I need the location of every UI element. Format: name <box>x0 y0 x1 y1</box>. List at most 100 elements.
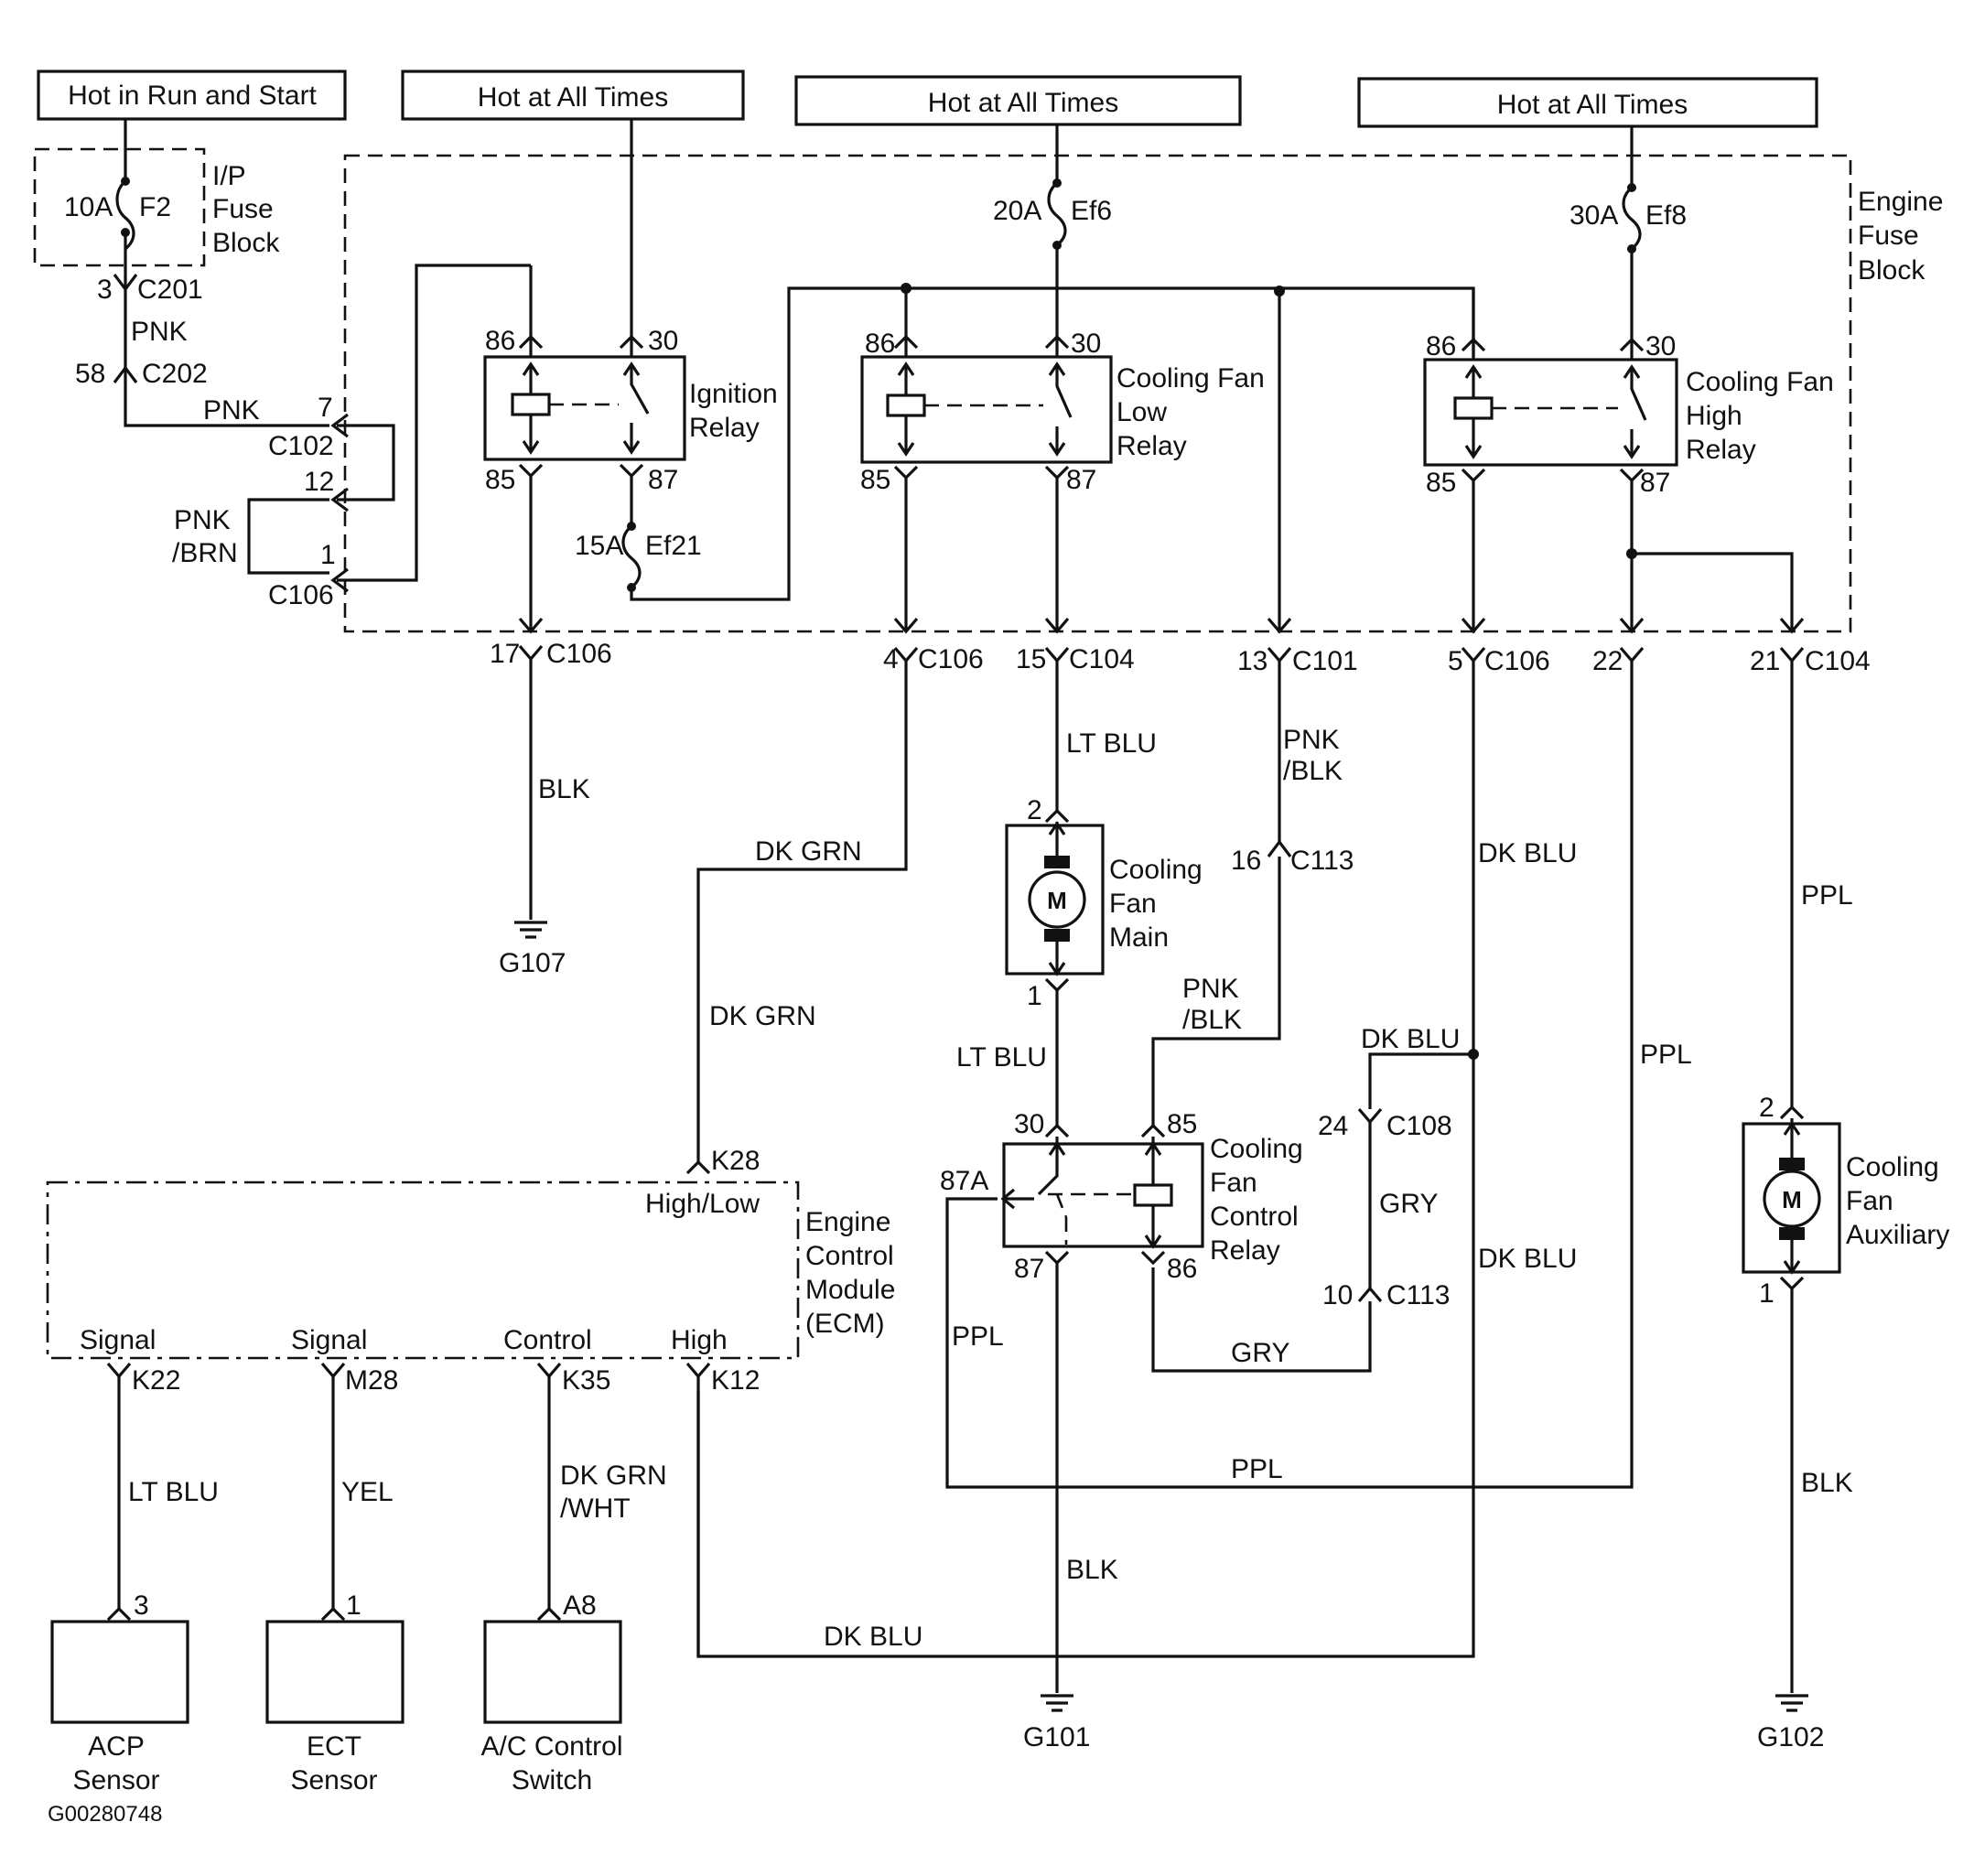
svg-text:Ef21: Ef21 <box>645 531 702 561</box>
svg-text:DK GRN: DK GRN <box>709 1001 816 1031</box>
svg-text:(ECM): (ECM) <box>805 1309 885 1339</box>
svg-text:LT BLU: LT BLU <box>128 1477 219 1507</box>
svg-text:/BLK: /BLK <box>1283 756 1343 786</box>
svg-text:Cooling: Cooling <box>1210 1134 1303 1164</box>
svg-text:Fan: Fan <box>1210 1168 1257 1198</box>
svg-text:2: 2 <box>1027 795 1042 825</box>
fuse-ef6-name: Ef6 <box>1071 196 1112 226</box>
svg-text:13: 13 <box>1237 646 1267 676</box>
wire-blk-g102: BLK <box>1790 1288 1853 1693</box>
svg-text:C108: C108 <box>1386 1111 1452 1141</box>
ground-g102: G102 <box>1757 1694 1824 1752</box>
svg-text:85: 85 <box>1167 1109 1197 1139</box>
svg-text:Hot at All Times: Hot at All Times <box>928 88 1118 118</box>
svg-text:4: 4 <box>883 644 899 674</box>
wire-lt-blu-to-control: LT BLU <box>956 990 1059 1126</box>
power-source-all-times-3: Hot at All Times <box>1357 77 1818 128</box>
svg-text:15A: 15A <box>575 531 623 561</box>
svg-text:Block: Block <box>212 228 280 258</box>
svg-text:30: 30 <box>1071 329 1101 359</box>
svg-text:Fuse: Fuse <box>1858 221 1919 251</box>
acp-sensor: 3 ACP Sensor <box>50 1590 189 1795</box>
cooling-fan-control-relay: 30 85 87A 87 86 Cooling Fan Control Rela… <box>940 1109 1303 1284</box>
svg-text:1: 1 <box>1759 1278 1774 1309</box>
svg-text:BLK: BLK <box>1066 1555 1118 1585</box>
svg-text:/BLK: /BLK <box>1182 1005 1242 1035</box>
engine-fuse-block: Engine Fuse Block <box>343 154 1943 633</box>
svg-text:G107: G107 <box>499 948 566 978</box>
svg-text:Block: Block <box>1858 255 1925 286</box>
svg-text:Cooling Fan: Cooling Fan <box>1116 363 1265 394</box>
svg-text:PPL: PPL <box>1801 880 1853 911</box>
svg-text:30: 30 <box>1014 1109 1044 1139</box>
svg-text:16: 16 <box>1231 846 1261 876</box>
svg-text:Ignition: Ignition <box>689 379 778 409</box>
svg-text:C202: C202 <box>142 359 208 389</box>
svg-text:87: 87 <box>1014 1254 1044 1284</box>
svg-text:Sensor: Sensor <box>290 1765 377 1795</box>
cooling-fan-aux-motor: M 2 1 Cooling Fan Auxiliary <box>1742 1093 1949 1309</box>
svg-text:17: 17 <box>490 639 520 669</box>
svg-text:Cooling: Cooling <box>1109 855 1203 885</box>
svg-text:58: 58 <box>75 359 105 389</box>
svg-text:Main: Main <box>1109 922 1169 953</box>
svg-text:YEL: YEL <box>341 1477 394 1507</box>
ground-g107: G107 <box>499 921 566 978</box>
wire-ignition-ground: 17 C106 BLK <box>490 476 612 920</box>
wire-gry: 24 C108 GRY 10 C113 GRY <box>1151 1107 1452 1373</box>
ac-control-switch: A8 A/C Control Switch <box>480 1590 622 1795</box>
svg-text:22: 22 <box>1592 646 1623 676</box>
svg-text:Fan: Fan <box>1109 889 1157 919</box>
svg-text:C201: C201 <box>137 275 203 305</box>
wire-acp: LT BLU <box>117 1376 219 1609</box>
svg-text:Control: Control <box>805 1241 894 1271</box>
svg-text:PNK: PNK <box>1182 974 1239 1004</box>
svg-text:High/Low: High/Low <box>645 1189 760 1219</box>
svg-text:Hot at All Times: Hot at All Times <box>1497 90 1688 120</box>
svg-text:K35: K35 <box>562 1365 610 1396</box>
svg-text:G102: G102 <box>1757 1722 1824 1752</box>
svg-text:7: 7 <box>318 393 333 423</box>
svg-text:ECT: ECT <box>307 1731 361 1762</box>
svg-text:Fuse: Fuse <box>212 194 274 224</box>
power-source-all-times-1: Hot at All Times <box>401 70 745 121</box>
svg-text:87: 87 <box>1640 468 1670 498</box>
svg-text:Signal: Signal <box>80 1325 156 1355</box>
svg-text:Cooling Fan: Cooling Fan <box>1686 367 1834 397</box>
svg-text:Relay: Relay <box>1116 431 1187 461</box>
svg-text:15: 15 <box>1016 644 1046 674</box>
svg-text:12: 12 <box>304 467 334 497</box>
svg-text:30: 30 <box>1645 331 1676 361</box>
wire-label-pnk-2: PNK <box>203 395 260 426</box>
ip-fuse-block: I/P Fuse Block 10A F2 <box>33 147 280 267</box>
svg-text:DK BLU: DK BLU <box>1361 1024 1460 1054</box>
svg-text:Control: Control <box>1210 1202 1299 1232</box>
svg-text:I/P: I/P <box>212 161 246 191</box>
svg-text:GRY: GRY <box>1379 1189 1438 1219</box>
svg-text:K22: K22 <box>132 1365 180 1396</box>
svg-text:C104: C104 <box>1805 646 1871 676</box>
connector-c102-c106-left: 7 C102 12 1 C106 <box>247 264 531 610</box>
svg-text:DK BLU: DK BLU <box>1478 838 1577 868</box>
svg-text:C101: C101 <box>1292 646 1358 676</box>
svg-text:1: 1 <box>320 540 336 570</box>
wire-ect: YEL <box>331 1376 394 1609</box>
svg-text:LT BLU: LT BLU <box>1066 728 1157 759</box>
svg-text:C104: C104 <box>1069 644 1135 674</box>
svg-text:ACP: ACP <box>88 1731 145 1762</box>
svg-text:M: M <box>1047 887 1067 914</box>
svg-text:BLK: BLK <box>1801 1468 1853 1498</box>
svg-text:C113: C113 <box>1290 846 1354 876</box>
svg-text:C106: C106 <box>546 639 612 669</box>
svg-text:Hot in Run and Start: Hot in Run and Start <box>68 81 317 111</box>
svg-text:Relay: Relay <box>689 413 760 443</box>
svg-text:GRY: GRY <box>1231 1338 1289 1368</box>
svg-text:K28: K28 <box>711 1146 760 1176</box>
svg-text:Auxiliary: Auxiliary <box>1846 1220 1949 1250</box>
svg-text:F2: F2 <box>139 192 171 222</box>
figure-id: G00280748 <box>48 1802 162 1827</box>
svg-text:Relay: Relay <box>1210 1235 1280 1266</box>
ground-g101: G101 <box>1023 1694 1090 1752</box>
connector-row-bottom: 4 C106 15 C104 13 C101 5 C106 22 21 C104 <box>883 291 1871 676</box>
wire-label-pnk-brn-1: PNK <box>174 505 231 535</box>
